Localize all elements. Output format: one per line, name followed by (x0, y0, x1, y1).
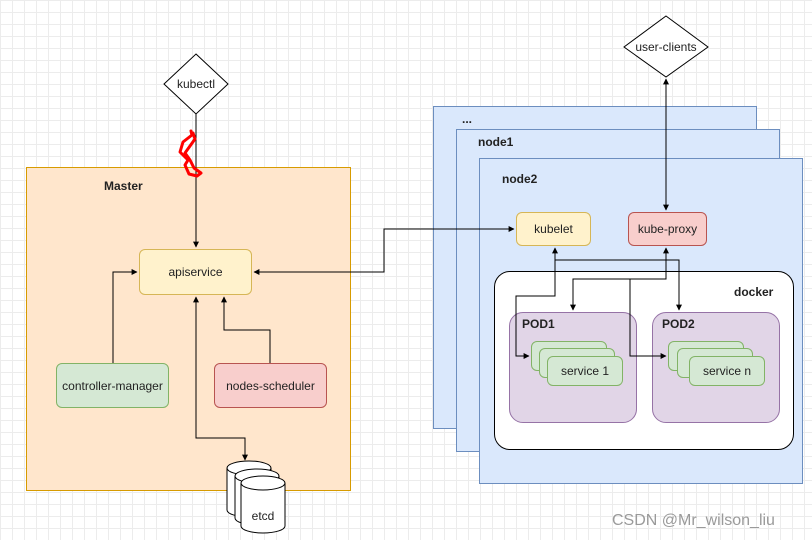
red-scribble (178, 129, 203, 178)
user-clients-label: user-clients (635, 40, 697, 54)
watermark: CSDN @Mr_wilson_liu (612, 512, 775, 529)
docker-label: docker (734, 285, 774, 299)
pod2-service-box[interactable]: service n (689, 356, 765, 386)
edge-scheduler-apiservice (221, 296, 271, 363)
edge-apiservice-kubelet (253, 226, 515, 275)
edge-kubeproxy-pod1 (570, 247, 669, 311)
pod1-service-box[interactable]: service 1 (547, 356, 623, 386)
edge-kubelet-pod2 (555, 259, 682, 311)
node2-label: node2 (502, 172, 538, 186)
kubectl-label: kubectl (176, 77, 216, 91)
edge-controller-apiservice (112, 269, 138, 363)
master-label: Master (104, 179, 143, 193)
edge-apiservice-etcd (193, 296, 248, 461)
node1-label: node1 (478, 135, 514, 149)
node-ellipsis-label: ... (462, 112, 473, 126)
master-box (26, 167, 351, 491)
kube-proxy-box[interactable]: kube-proxy (628, 212, 707, 246)
etcd-label: etcd (251, 509, 275, 523)
apiservice-box[interactable]: apiservice (139, 249, 252, 295)
edge-kubelet-pod1 (515, 247, 558, 359)
user-clients-diamond[interactable] (623, 15, 709, 78)
edge-kubeproxy-pod2 (629, 279, 667, 359)
kubelet-box[interactable]: kubelet (516, 212, 591, 246)
pod2-label: POD2 (662, 317, 695, 331)
controller-manager-box[interactable]: controller-manager (56, 363, 169, 408)
etcd-cylinder[interactable] (226, 460, 286, 534)
